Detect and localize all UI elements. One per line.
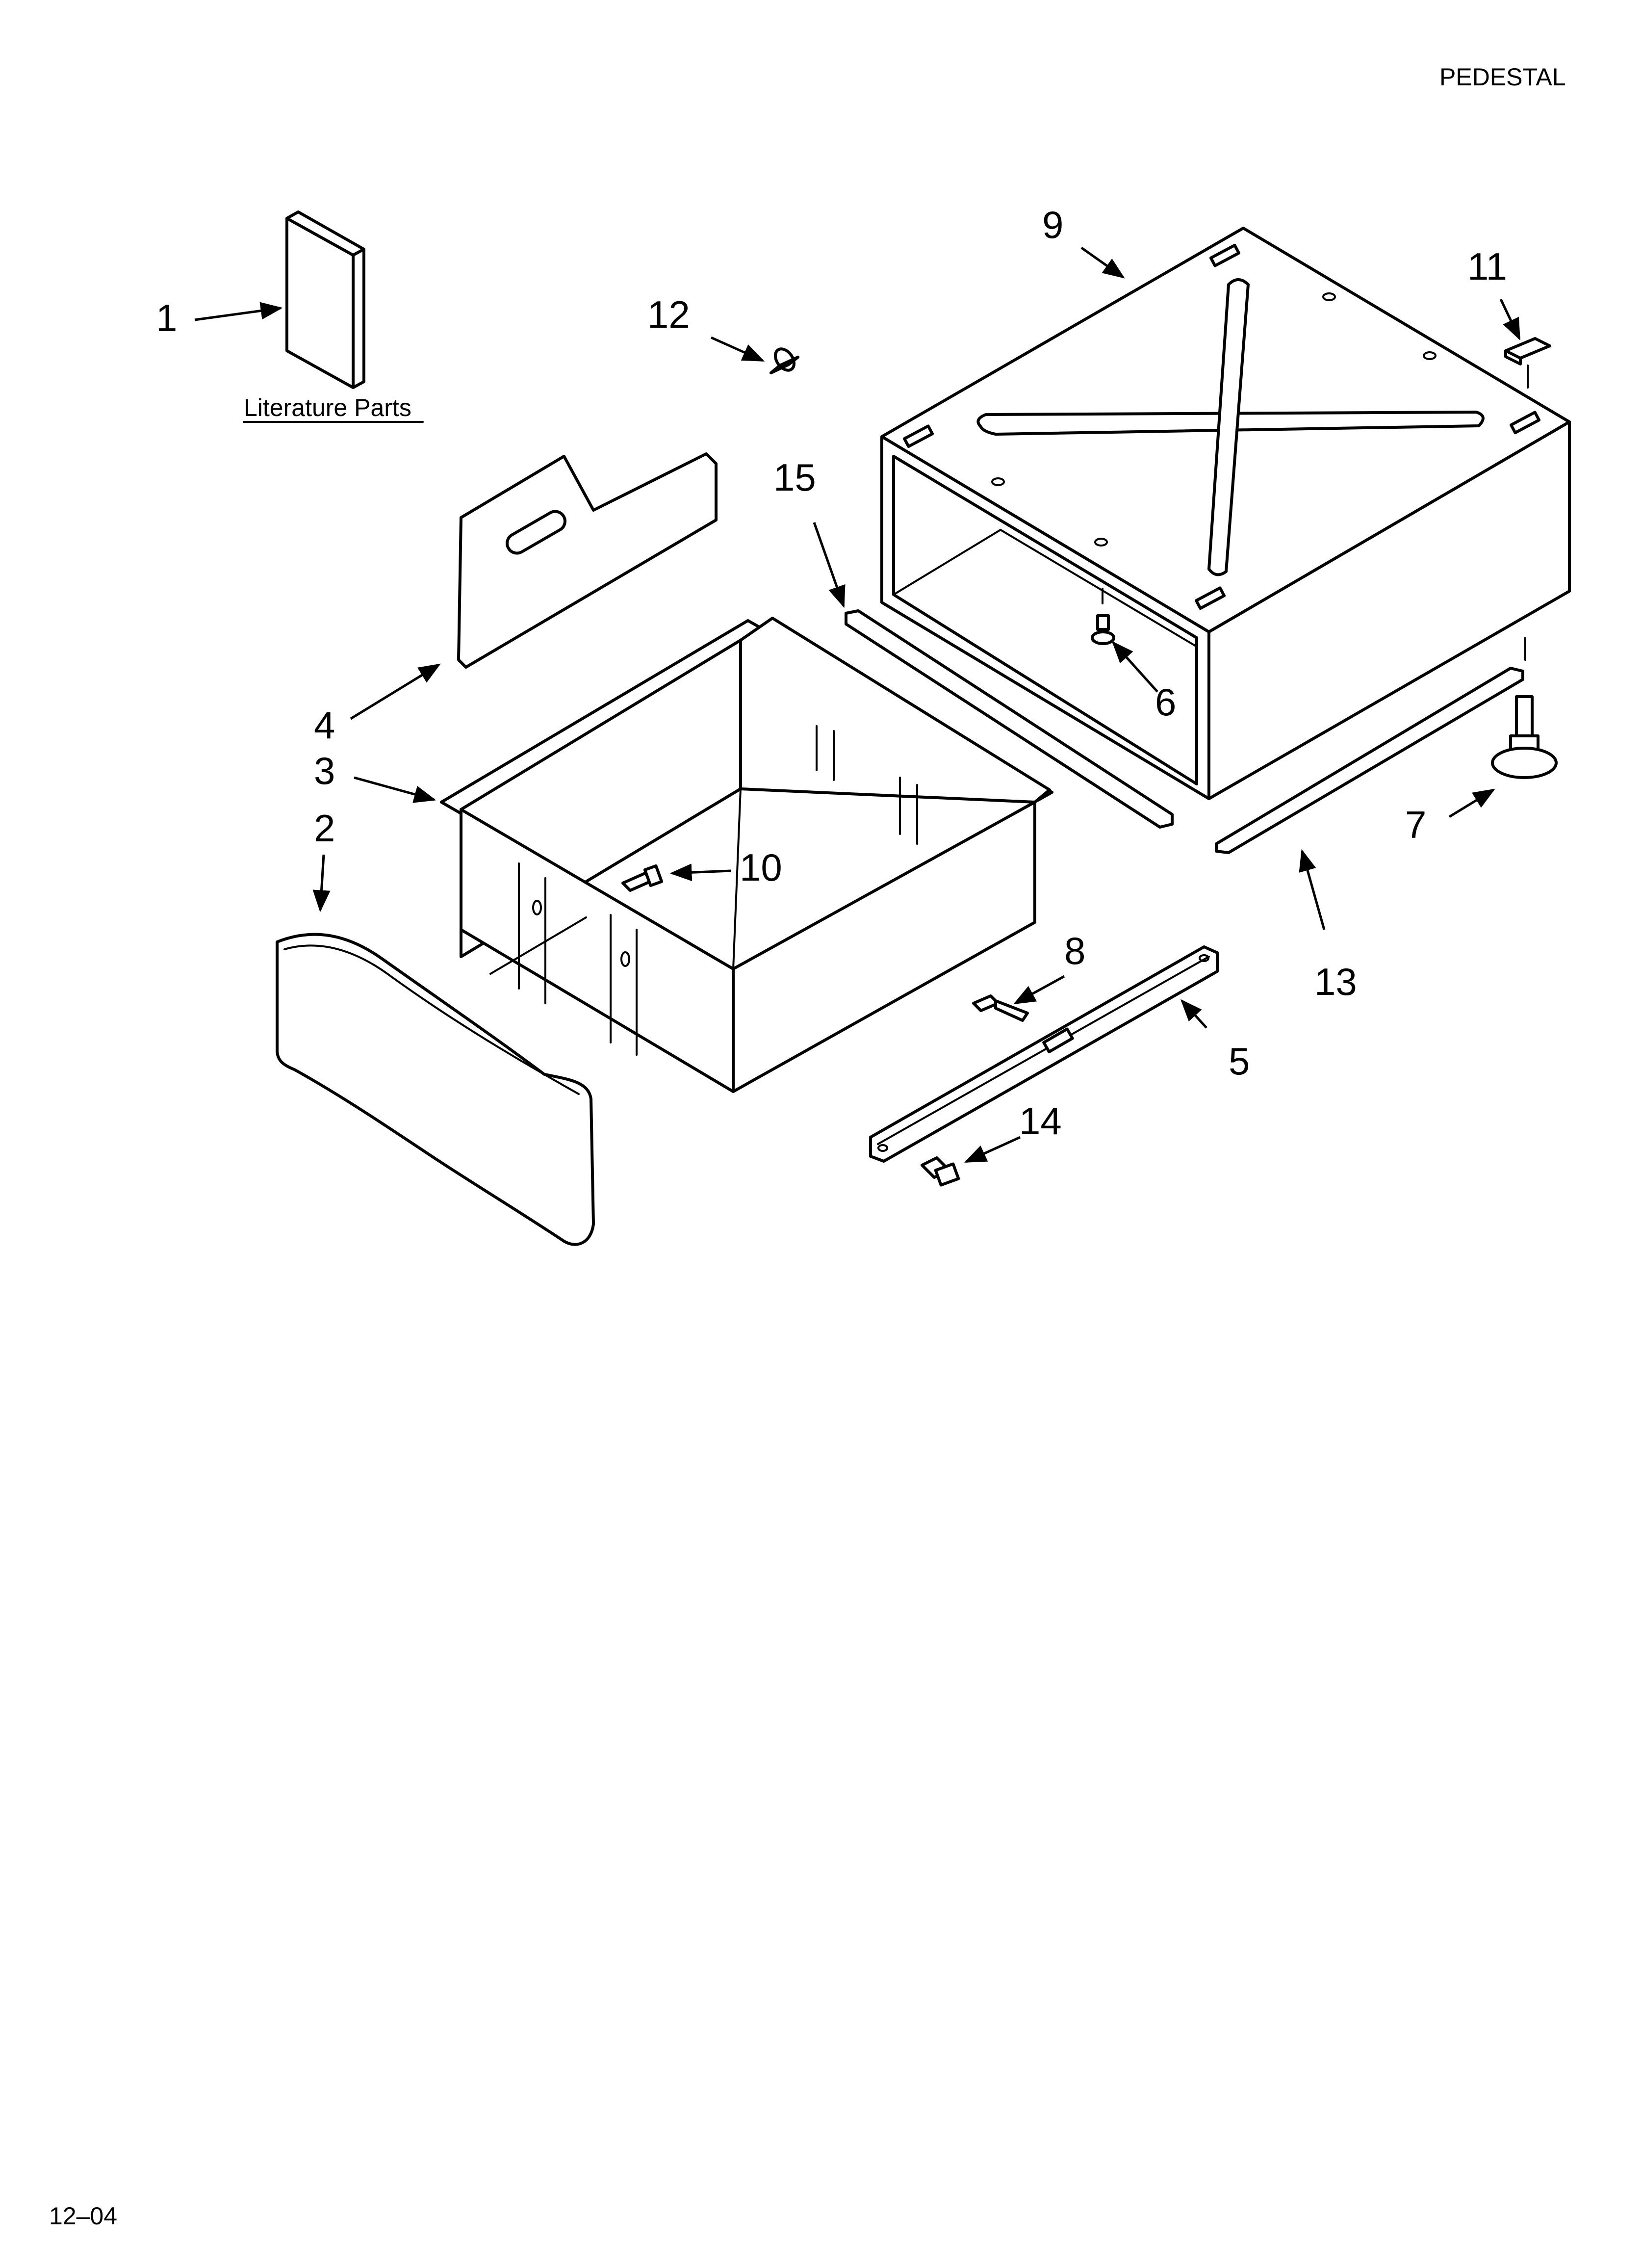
- callout-6: 6: [1155, 680, 1176, 724]
- arrow-6: [1111, 641, 1158, 693]
- arrow-15: [813, 522, 846, 608]
- strip-part-15: [845, 609, 1174, 829]
- drawer-bin: [440, 617, 1053, 1093]
- screw-part-8: [972, 994, 1029, 1022]
- callout-2: 2: [314, 807, 335, 850]
- callout-8: 8: [1064, 929, 1085, 972]
- arrow-9: [1080, 246, 1125, 279]
- arrow-4: [350, 663, 441, 720]
- arrow-7: [1448, 788, 1495, 818]
- leveling-leg: [1491, 637, 1558, 779]
- arrow-2: [312, 854, 331, 912]
- callout-1: 1: [156, 296, 177, 339]
- pad-part-11: [1504, 337, 1551, 365]
- literature-parts-label: Literature Parts: [244, 394, 411, 421]
- arrow-10: [669, 863, 731, 882]
- drawer-front: [276, 933, 595, 1246]
- arrow-5: [1180, 999, 1207, 1029]
- drawer-slide: [869, 945, 1219, 1163]
- screw-part-10: [621, 864, 664, 892]
- callout-14: 14: [1019, 1099, 1062, 1143]
- callout-7: 7: [1405, 803, 1426, 846]
- pin-part-12: [770, 347, 799, 374]
- callout-12: 12: [647, 293, 690, 336]
- callout-15: 15: [773, 456, 816, 499]
- date-code: 12–04: [49, 2202, 118, 2230]
- arrow-12: [710, 336, 765, 362]
- arrow-11: [1499, 298, 1521, 341]
- strip-part-13: [1215, 667, 1524, 854]
- section-title: PEDESTAL: [1439, 63, 1566, 91]
- callout-13: 13: [1314, 960, 1357, 1003]
- arrow-8: [1013, 975, 1065, 1005]
- callout-4: 4: [314, 704, 335, 747]
- arrow-3: [354, 776, 436, 803]
- pedestal-cabinet: [880, 227, 1571, 800]
- callout-5: 5: [1229, 1040, 1250, 1083]
- screw-part-6: [1091, 588, 1115, 645]
- callout-3: 3: [314, 749, 335, 792]
- callout-11: 11: [1467, 245, 1507, 288]
- screw-part-14: [921, 1156, 960, 1187]
- callout-9: 9: [1042, 203, 1063, 246]
- literature-booklet: [285, 210, 365, 389]
- handle-panel: [457, 452, 718, 669]
- arrow-1: [194, 302, 283, 321]
- arrow-13: [1299, 849, 1326, 930]
- callout-10: 10: [740, 846, 782, 889]
- arrow-14: [964, 1136, 1021, 1163]
